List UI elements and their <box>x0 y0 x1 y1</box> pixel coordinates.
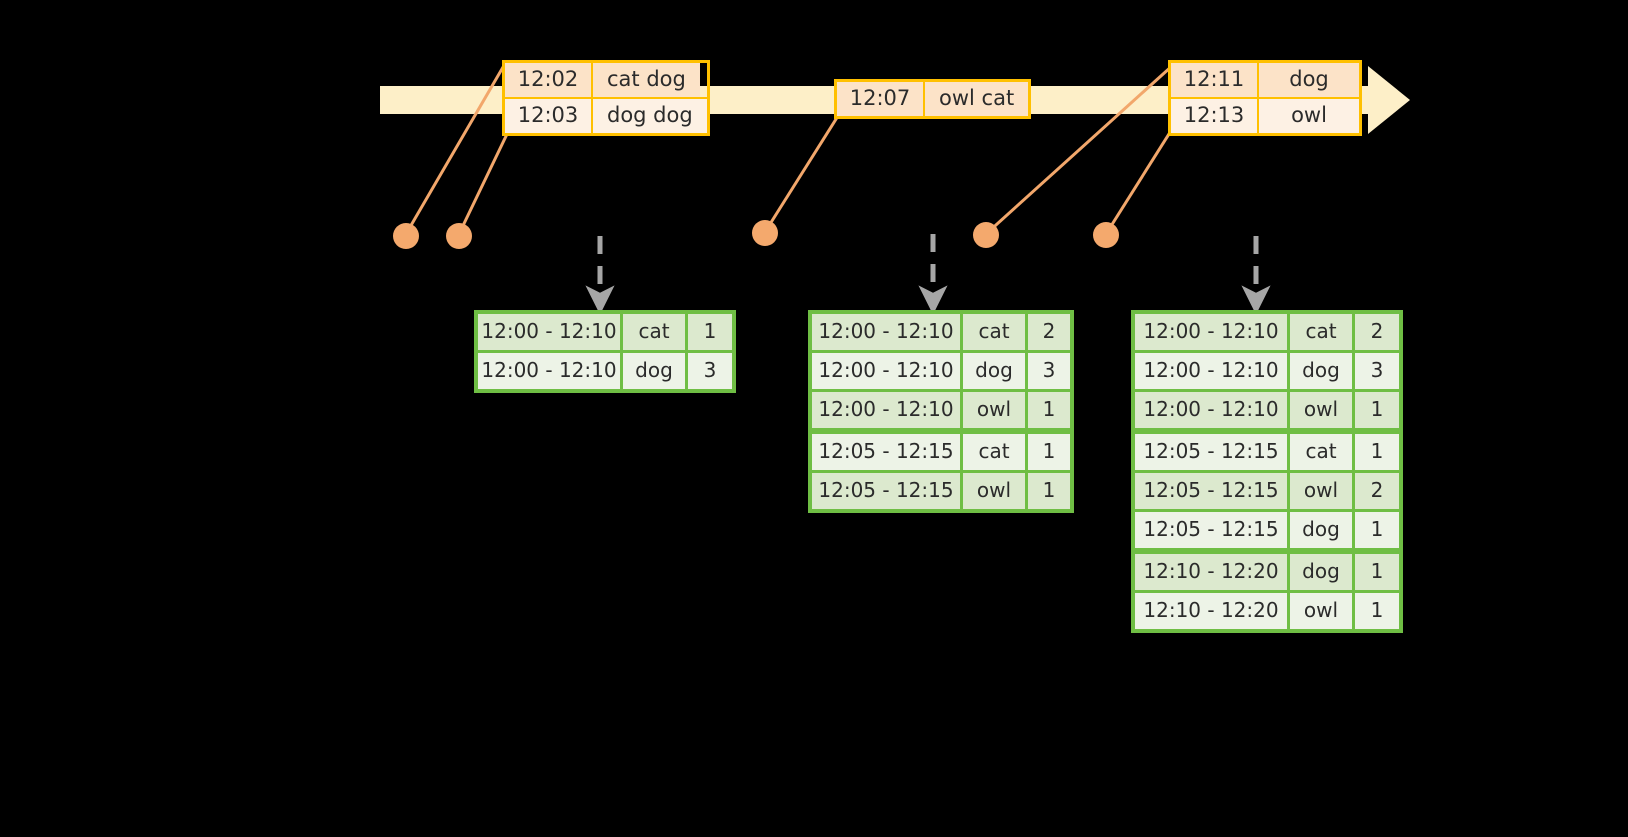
cell-count: 1 <box>1355 593 1399 629</box>
cell-key: owl <box>1290 593 1352 629</box>
event-box-2[interactable]: 12:07 owl cat <box>834 79 1032 119</box>
cell-key: cat <box>963 314 1025 350</box>
cell-count: 2 <box>1355 314 1399 350</box>
cell-window: 12:05 - 12:15 <box>812 473 960 509</box>
cell-key: owl <box>963 392 1025 428</box>
cell-window: 12:05 - 12:15 <box>1135 473 1287 509</box>
cell-key: dog <box>623 353 685 389</box>
cell-window: 12:00 - 12:10 <box>1135 353 1287 389</box>
table-row[interactable]: 12:05 - 12:15 owl 2 <box>1135 473 1399 509</box>
event-time: 12:02 <box>505 63 593 97</box>
cell-window: 12:00 - 12:10 <box>812 353 960 389</box>
event-box-3[interactable]: 12:11 dog 12:13 owl <box>1168 60 1362 136</box>
cell-key: dog <box>1290 554 1352 590</box>
cell-count: 3 <box>1355 353 1399 389</box>
table-row[interactable]: 12:10 - 12:20 dog 1 <box>1135 554 1399 590</box>
connector-lines <box>404 61 1176 236</box>
flow-arrows <box>585 234 1271 315</box>
result-table-1[interactable]: 12:00 - 12:10 cat 1 12:00 - 12:10 dog 3 <box>474 310 736 393</box>
result-table-3[interactable]: 12:00 - 12:10 cat 2 12:00 - 12:10 dog 3 … <box>1131 310 1403 633</box>
cell-window: 12:10 - 12:20 <box>1135 593 1287 629</box>
cell-count: 1 <box>1355 392 1399 428</box>
event-value: owl <box>1259 99 1359 133</box>
event-time: 12:03 <box>505 99 593 133</box>
table-row[interactable]: 12:00 - 12:10 dog 3 <box>1135 353 1399 389</box>
cell-count: 1 <box>1028 434 1070 470</box>
cell-count: 2 <box>1355 473 1399 509</box>
cell-count: 1 <box>1028 473 1070 509</box>
event-row[interactable]: 12:07 owl cat <box>837 82 1029 116</box>
cell-window: 12:10 - 12:20 <box>1135 554 1287 590</box>
table-row[interactable]: 12:10 - 12:20 owl 1 <box>1135 593 1399 629</box>
cell-count: 3 <box>1028 353 1070 389</box>
cell-window: 12:00 - 12:10 <box>1135 392 1287 428</box>
table-row[interactable]: 12:00 - 12:10 owl 1 <box>812 392 1070 428</box>
event-value: dog <box>1259 63 1359 97</box>
cell-count: 1 <box>1355 512 1399 548</box>
event-dot <box>446 223 472 249</box>
cell-window: 12:05 - 12:15 <box>812 434 960 470</box>
event-dot <box>973 222 999 248</box>
table-row[interactable]: 12:00 - 12:10 cat 2 <box>1135 314 1399 350</box>
cell-key: cat <box>963 434 1025 470</box>
cell-window: 12:00 - 12:10 <box>812 314 960 350</box>
cell-key: cat <box>1290 434 1352 470</box>
result-table-2[interactable]: 12:00 - 12:10 cat 2 12:00 - 12:10 dog 3 … <box>808 310 1074 513</box>
event-time: 12:07 <box>837 82 925 116</box>
cell-key: owl <box>1290 473 1352 509</box>
cell-count: 1 <box>1355 434 1399 470</box>
event-row[interactable]: 12:03 dog dog <box>505 97 707 133</box>
event-dot <box>393 223 419 249</box>
cell-window: 12:05 - 12:15 <box>1135 434 1287 470</box>
cell-count: 1 <box>688 314 732 350</box>
cell-window: 12:00 - 12:10 <box>812 392 960 428</box>
table-row[interactable]: 12:00 - 12:10 dog 3 <box>478 353 732 389</box>
table-row[interactable]: 12:05 - 12:15 dog 1 <box>1135 512 1399 548</box>
cell-key: cat <box>623 314 685 350</box>
cell-key: owl <box>963 473 1025 509</box>
event-dots <box>393 220 1119 249</box>
event-time: 12:11 <box>1171 63 1259 97</box>
cell-key: owl <box>1290 392 1352 428</box>
event-dot <box>752 220 778 246</box>
event-value: cat dog <box>593 63 700 97</box>
cell-count: 1 <box>1028 392 1070 428</box>
event-value: dog dog <box>593 99 707 133</box>
event-value: owl cat <box>925 82 1029 116</box>
table-row[interactable]: 12:00 - 12:10 owl 1 <box>1135 392 1399 428</box>
event-time: 12:13 <box>1171 99 1259 133</box>
cell-window: 12:05 - 12:15 <box>1135 512 1287 548</box>
table-row[interactable]: 12:00 - 12:10 cat 2 <box>812 314 1070 350</box>
cell-window: 12:00 - 12:10 <box>1135 314 1287 350</box>
table-row[interactable]: 12:00 - 12:10 dog 3 <box>812 353 1070 389</box>
event-dot <box>1093 222 1119 248</box>
event-row[interactable]: 12:13 owl <box>1171 97 1359 133</box>
table-row[interactable]: 12:05 - 12:15 cat 1 <box>812 434 1070 470</box>
event-box-1[interactable]: 12:02 cat dog 12:03 dog dog <box>502 60 710 136</box>
table-row[interactable]: 12:00 - 12:10 cat 1 <box>478 314 732 350</box>
cell-count: 3 <box>688 353 732 389</box>
cell-key: dog <box>963 353 1025 389</box>
cell-key: dog <box>1290 353 1352 389</box>
cell-count: 1 <box>1355 554 1399 590</box>
table-row[interactable]: 12:05 - 12:15 cat 1 <box>1135 434 1399 470</box>
cell-key: cat <box>1290 314 1352 350</box>
cell-key: dog <box>1290 512 1352 548</box>
cell-window: 12:00 - 12:10 <box>478 353 620 389</box>
event-row[interactable]: 12:02 cat dog <box>505 63 707 97</box>
cell-window: 12:00 - 12:10 <box>478 314 620 350</box>
event-row[interactable]: 12:11 dog <box>1171 63 1359 97</box>
cell-count: 2 <box>1028 314 1070 350</box>
table-row[interactable]: 12:05 - 12:15 owl 1 <box>812 473 1070 509</box>
